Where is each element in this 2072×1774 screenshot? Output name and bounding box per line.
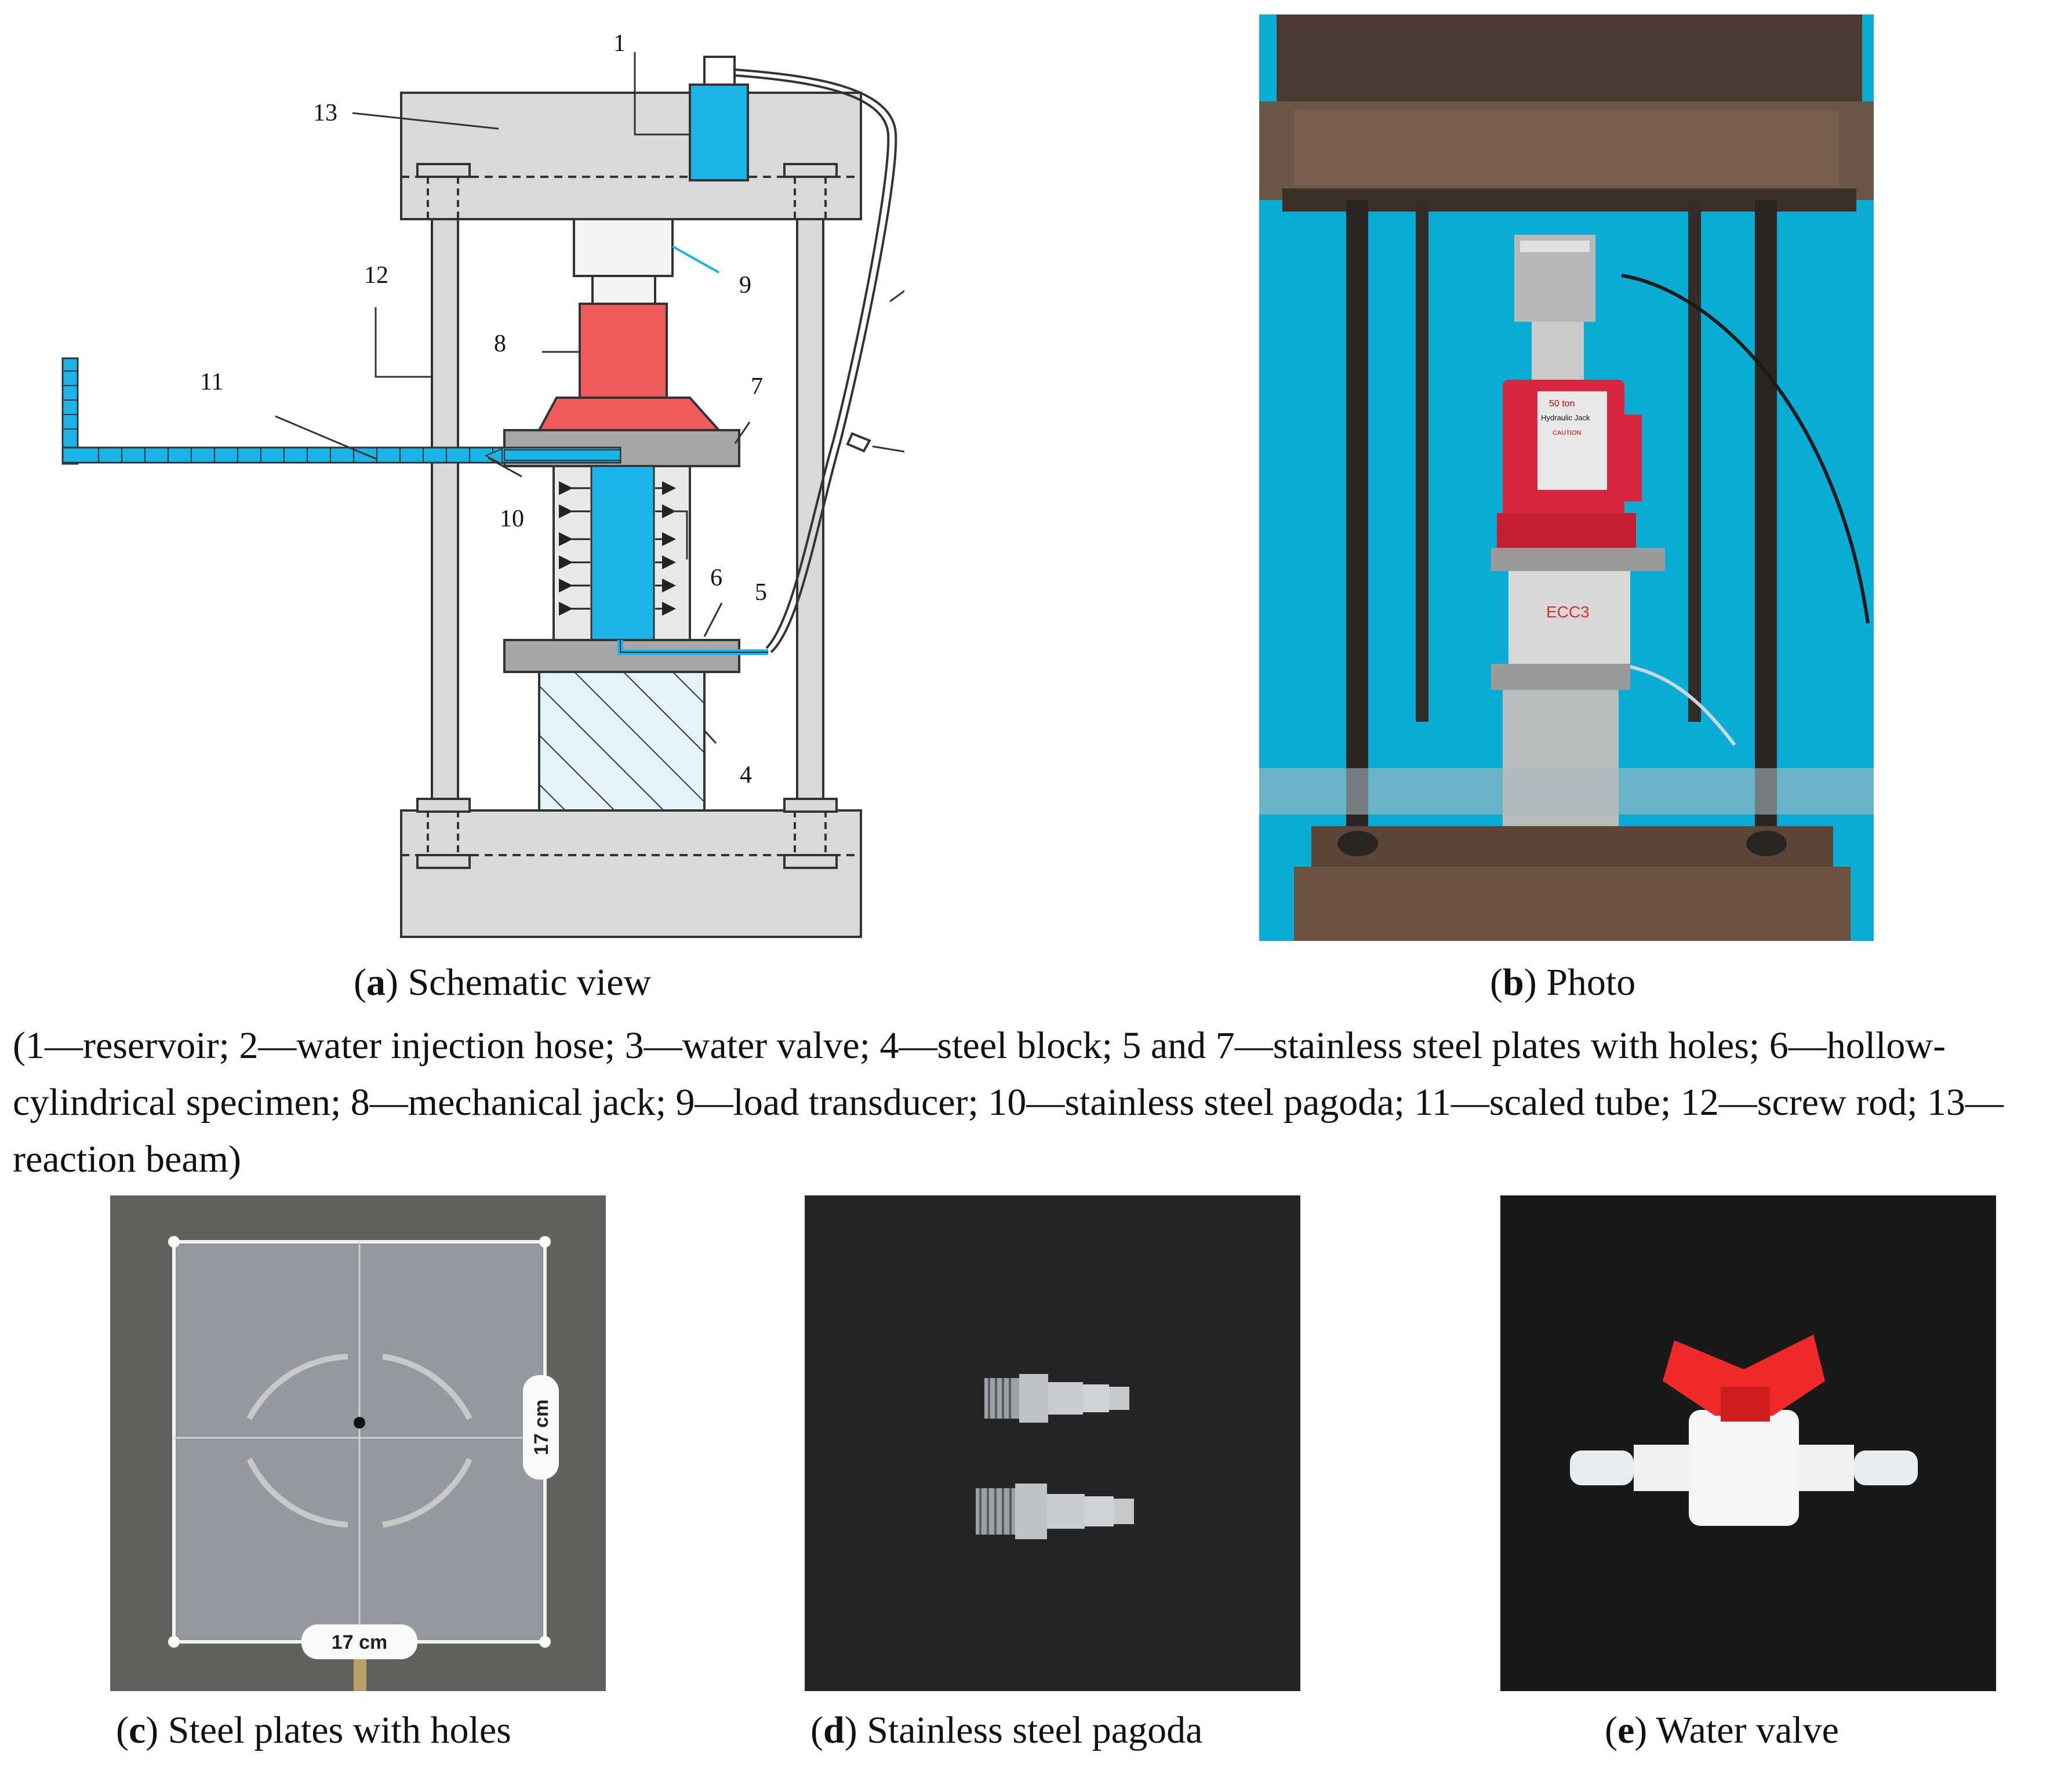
label-10: 10: [500, 506, 524, 532]
caption-b: (b) Photo: [1490, 961, 1636, 1004]
pressure-arrows: [559, 481, 676, 616]
label-9: 9: [739, 272, 751, 299]
photo-rod-left: [1346, 200, 1368, 873]
water-valve: [846, 432, 871, 453]
label-1: 1: [613, 30, 626, 57]
label-11: 11: [200, 369, 223, 395]
valve-handle: [1663, 1335, 1825, 1416]
reaction-beam: [400, 92, 862, 220]
caption-e: (e) Water valve: [1605, 1709, 1839, 1751]
figure-legend: (1—reservoir; 2—water injection hose; 3—…: [13, 1024, 2004, 1180]
valve-body: [1570, 1410, 1918, 1526]
label-4: 4: [740, 762, 752, 788]
photo-specimen-mark: ECC3: [1546, 603, 1590, 621]
bottom-bolt-right: [783, 810, 838, 869]
test-rig-photo: 50 ton Hydraulic Jack CAUTION ECC3: [1259, 14, 1874, 941]
screw-rod-left: [431, 218, 459, 812]
plate-hole: [354, 1417, 365, 1428]
caption-a: (a) Schematic view: [354, 961, 652, 1004]
label-6: 6: [710, 565, 722, 591]
photo-jack-warning: CAUTION: [1553, 430, 1582, 437]
photo-jack-text: Hydraulic Jack: [1541, 413, 1590, 422]
water-valve-photo: [1500, 1195, 1996, 1691]
label-8: 8: [494, 330, 506, 357]
steel-plate-photo: 17 cm 17 cm: [110, 1195, 606, 1691]
caption-c: (c) Steel plates with holes: [116, 1709, 511, 1751]
photo-rod-right: [1755, 200, 1777, 873]
schematic-diagram: 1 2 3 4 5 6 7 8 9 10 11 12 13: [0, 0, 980, 974]
plate-dim-bottom: 17 cm: [332, 1631, 387, 1653]
steel-block: [538, 671, 706, 812]
plate-dim-right: 17 cm: [530, 1399, 552, 1455]
bottom-bolt-left: [416, 810, 471, 869]
hollow-cylindrical-specimen: [552, 465, 691, 641]
label-13: 13: [313, 100, 337, 126]
load-transducer: [573, 218, 674, 277]
label-5: 5: [755, 579, 767, 606]
base-beam: [400, 809, 862, 938]
pagoda-fitting-bottom: [976, 1484, 1134, 1539]
stainless-steel-pagoda: [484, 448, 503, 465]
photo-jack-rating: 50 ton: [1549, 399, 1575, 409]
top-bolt-right: [783, 163, 838, 219]
scaled-tube: [61, 357, 621, 465]
reservoir: [689, 56, 749, 181]
photo-specimen: [1508, 571, 1630, 664]
pagoda-photo: [805, 1195, 1300, 1691]
pagoda-fitting-top: [984, 1374, 1129, 1423]
mechanical-jack: [537, 303, 722, 431]
caption-d: (d) Stainless steel pagoda: [810, 1709, 1203, 1751]
top-bolt-left: [416, 163, 471, 219]
screw-rod-right: [796, 218, 824, 812]
label-7: 7: [751, 373, 763, 400]
label-12: 12: [364, 262, 388, 289]
water-injection-hose: [734, 68, 897, 653]
